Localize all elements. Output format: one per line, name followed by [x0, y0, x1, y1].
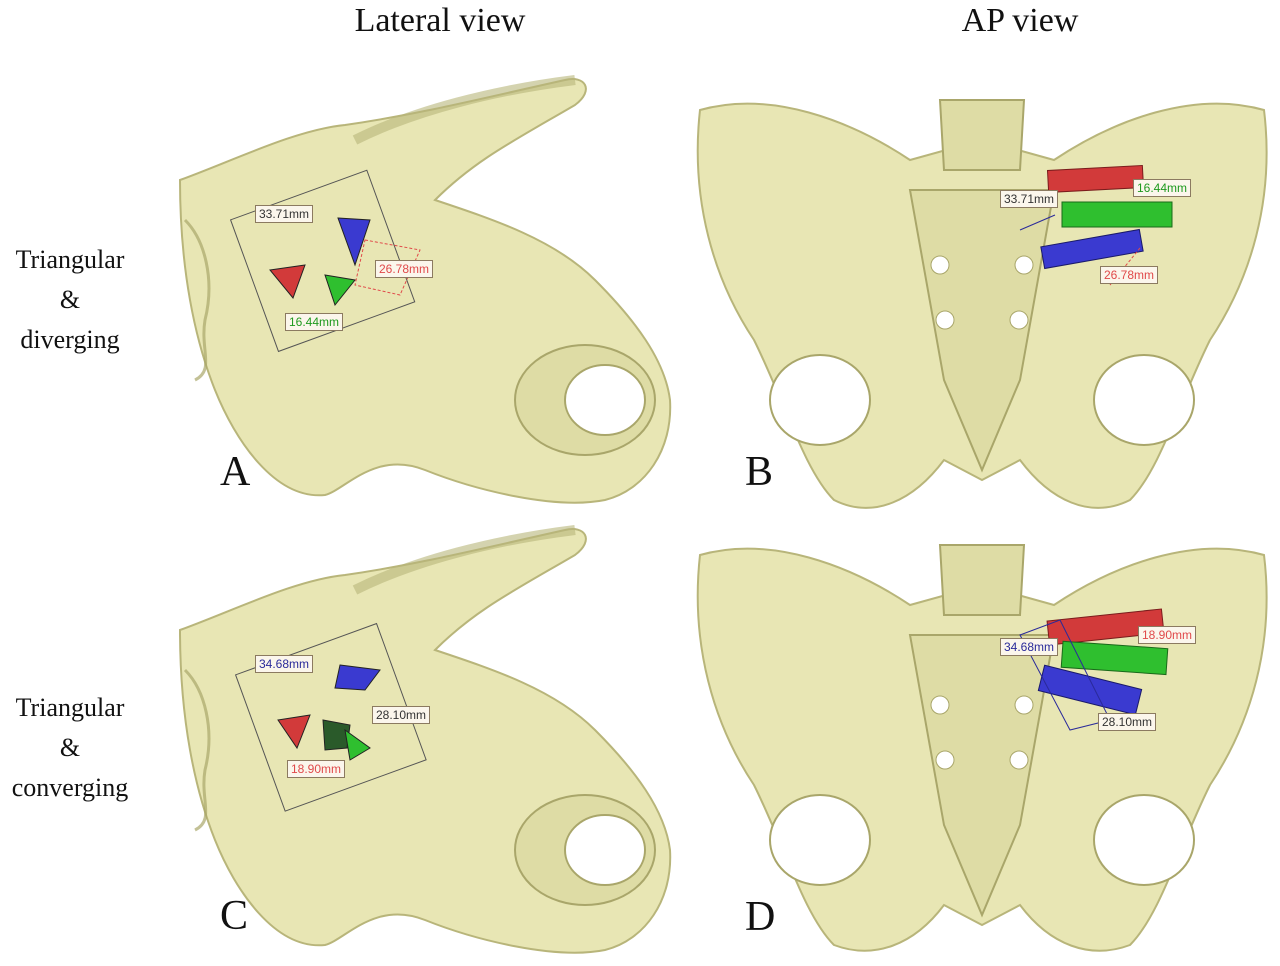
ap-view-header: AP view — [961, 2, 1079, 39]
measurement-label: 18.90mm — [1138, 626, 1197, 644]
row-label-line3: converging — [11, 773, 129, 802]
measurement-label: 34.68mm — [255, 655, 314, 673]
pelvis-ap-illustration — [696, 544, 1268, 952]
measurement-label: 28.10mm — [372, 706, 431, 724]
pelvis-lateral-illustration — [178, 75, 672, 504]
row-label-converging: Triangular & converging — [0, 688, 140, 808]
row-label-line1: Triangular — [15, 245, 125, 274]
pelvis-ap-illustration — [696, 99, 1268, 509]
row-label-diverging: Triangular & diverging — [0, 240, 140, 360]
pelvis-lateral-illustration — [178, 525, 672, 954]
panel-d-ap-converging: 34.68mm 18.90mm 28.10mm D — [690, 525, 1275, 960]
measurement-label: 33.71mm — [1000, 190, 1059, 208]
measurement-label: 16.44mm — [1133, 179, 1192, 197]
panel-letter: A — [220, 449, 251, 495]
measurement-label: 28.10mm — [1098, 713, 1157, 731]
measurement-label: 18.90mm — [287, 760, 346, 778]
measurement-label: 26.78mm — [375, 260, 434, 278]
row-label-line3: diverging — [20, 325, 120, 354]
row-label-line1: Triangular — [15, 693, 125, 722]
measurement-label: 26.78mm — [1100, 266, 1159, 284]
row-label-line2: & — [59, 285, 81, 314]
row-label-line2: & — [59, 733, 81, 762]
measurement-label: 34.68mm — [1000, 638, 1059, 656]
measurement-label: 33.71mm — [255, 205, 314, 223]
panel-a-lateral-diverging: 33.71mm 26.78mm 16.44mm A — [175, 70, 675, 510]
panel-c-lateral-converging: 34.68mm 28.10mm 18.90mm C — [175, 520, 675, 960]
panel-letter: C — [220, 893, 249, 939]
panel-letter: D — [745, 894, 776, 940]
panel-letter: B — [745, 449, 774, 495]
lateral-view-header: Lateral view — [354, 2, 526, 39]
panel-b-ap-diverging: 33.71mm 16.44mm 26.78mm B — [690, 80, 1275, 520]
measurement-label: 16.44mm — [285, 313, 344, 331]
